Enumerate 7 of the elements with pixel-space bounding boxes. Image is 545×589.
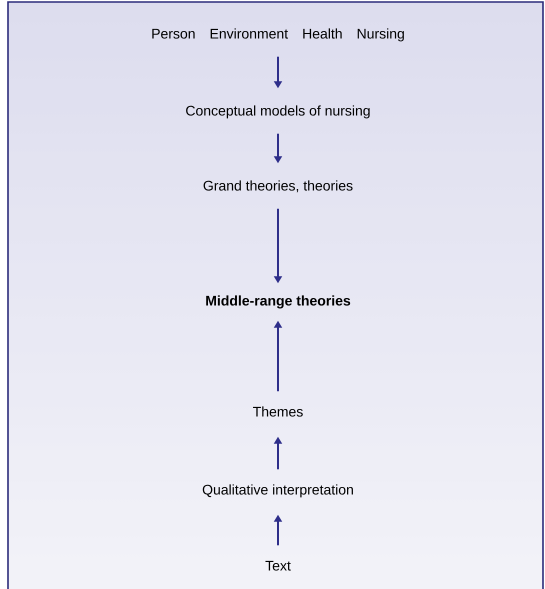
text-label: Person Environment Health Nursing [152,28,404,42]
text-label: Grand theories, theories [204,180,353,192]
text-label: Themes [253,406,303,417]
text-label: Qualitative interpretation [202,484,353,498]
text-label: Text [265,560,291,571]
text-label: Middle-range theories [206,295,350,308]
text-label: Conceptual models of nursing [186,105,370,118]
